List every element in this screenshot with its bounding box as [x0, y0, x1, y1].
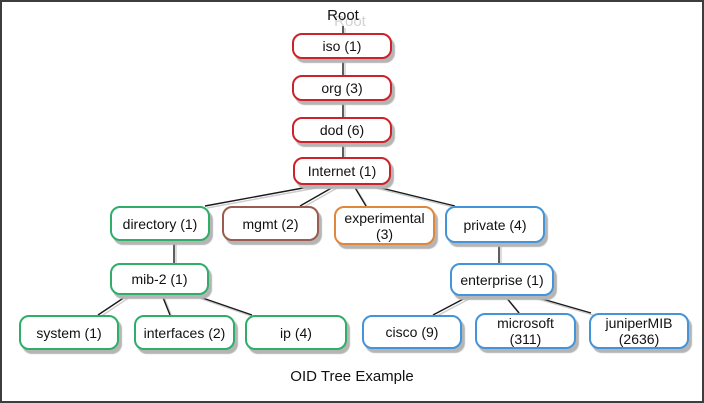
node-directory: directory (1) [110, 206, 210, 241]
node-cisco: cisco (9) [362, 315, 462, 349]
node-mgmt: mgmt (2) [222, 206, 319, 241]
edge-internet-experimental [353, 185, 367, 207]
node-private: private (4) [445, 206, 545, 243]
root-label-text: Root [327, 7, 359, 24]
node-label: (311) [509, 331, 542, 347]
node-label: system (1) [36, 324, 102, 341]
node-experimental: experimental(3) [334, 206, 435, 245]
node-system: system (1) [19, 315, 119, 350]
edge-mib-2-interfaces [161, 294, 171, 316]
node-label: iso (1) [322, 38, 362, 54]
node-juniperMIB: juniperMIB(2636) [589, 313, 689, 349]
node-microsoft: microsoft(311) [475, 313, 576, 349]
node-label: org (3) [321, 80, 363, 96]
node-label: enterprise (1) [460, 271, 544, 288]
edge-mib-2-system [97, 294, 129, 316]
node-mib-2: mib-2 (1) [110, 263, 209, 295]
edge-shadow-enterprise-cisco [434, 297, 472, 318]
node-label: Internet (1) [307, 163, 377, 179]
edge-enterprise-juniperMIB [531, 295, 592, 314]
edge-shadow-mib-2-interfaces [163, 296, 173, 318]
edge-internet-directory [204, 185, 315, 207]
node-label: private (4) [463, 216, 527, 233]
node-label: experimental [344, 209, 425, 226]
node-label: mgmt (2) [242, 215, 299, 232]
edge-enterprise-cisco [432, 295, 470, 316]
node-label: ip (4) [280, 324, 312, 341]
edge-shadow-internet-mgmt [301, 187, 338, 209]
diagram-caption: OID Tree Example [290, 368, 414, 385]
root-node-label: Root Root [298, 7, 388, 30]
node-interfaces: interfaces (2) [134, 315, 235, 350]
node-ip: ip (4) [245, 315, 347, 350]
node-label: (2636) [618, 331, 660, 347]
node-label: interfaces (2) [143, 324, 226, 341]
node-iso: iso (1) [292, 33, 392, 59]
edge-shadow-enterprise-juniperMIB [533, 297, 594, 316]
node-label: (3) [375, 225, 394, 242]
edge-internet-private [372, 185, 456, 207]
node-dod: dod (6) [292, 117, 392, 143]
node-label: directory (1) [122, 215, 198, 232]
node-enterprise: enterprise (1) [450, 263, 554, 296]
node-label: microsoft [497, 315, 554, 331]
node-label: dod (6) [319, 122, 365, 138]
edge-mib-2-ip [193, 294, 253, 316]
edge-internet-mgmt [299, 185, 336, 207]
node-internet: Internet (1) [293, 157, 391, 185]
edge-shadow-internet-directory [206, 187, 317, 209]
node-org: org (3) [292, 75, 392, 101]
edge-shadow-internet-private [374, 187, 458, 209]
node-label: juniperMIB [605, 315, 673, 331]
node-label: mib-2 (1) [131, 271, 188, 287]
edge-shadow-mib-2-ip [195, 296, 255, 318]
root-label-shadow: Root [334, 13, 366, 30]
edge-enterprise-microsoft [504, 295, 520, 314]
edge-shadow-mib-2-system [99, 296, 131, 318]
node-label: cisco (9) [385, 324, 439, 340]
